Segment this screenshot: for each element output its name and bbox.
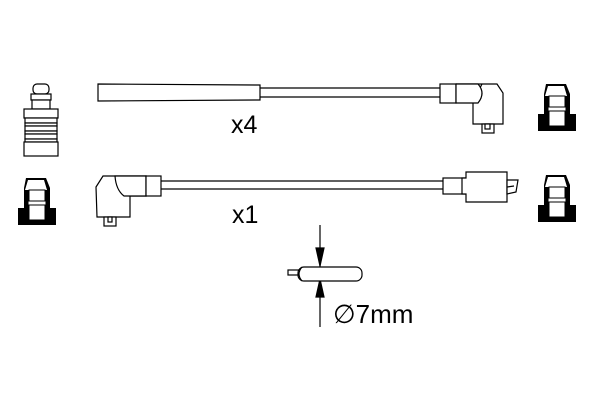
spark-plug-terminal-icon [23, 83, 59, 157]
connector-socket-icon [538, 84, 576, 131]
ignition-cable-top [97, 83, 504, 134]
diameter-label: ∅7mm [333, 299, 414, 329]
ignition-cable-bottom [95, 171, 519, 227]
quantity-label-top: x4 [231, 111, 258, 139]
quantity-label-bottom: x1 [232, 201, 259, 229]
connector-socket-icon [538, 175, 576, 222]
cable-diameter-diagram [287, 225, 363, 327]
connector-socket-icon [18, 178, 56, 225]
